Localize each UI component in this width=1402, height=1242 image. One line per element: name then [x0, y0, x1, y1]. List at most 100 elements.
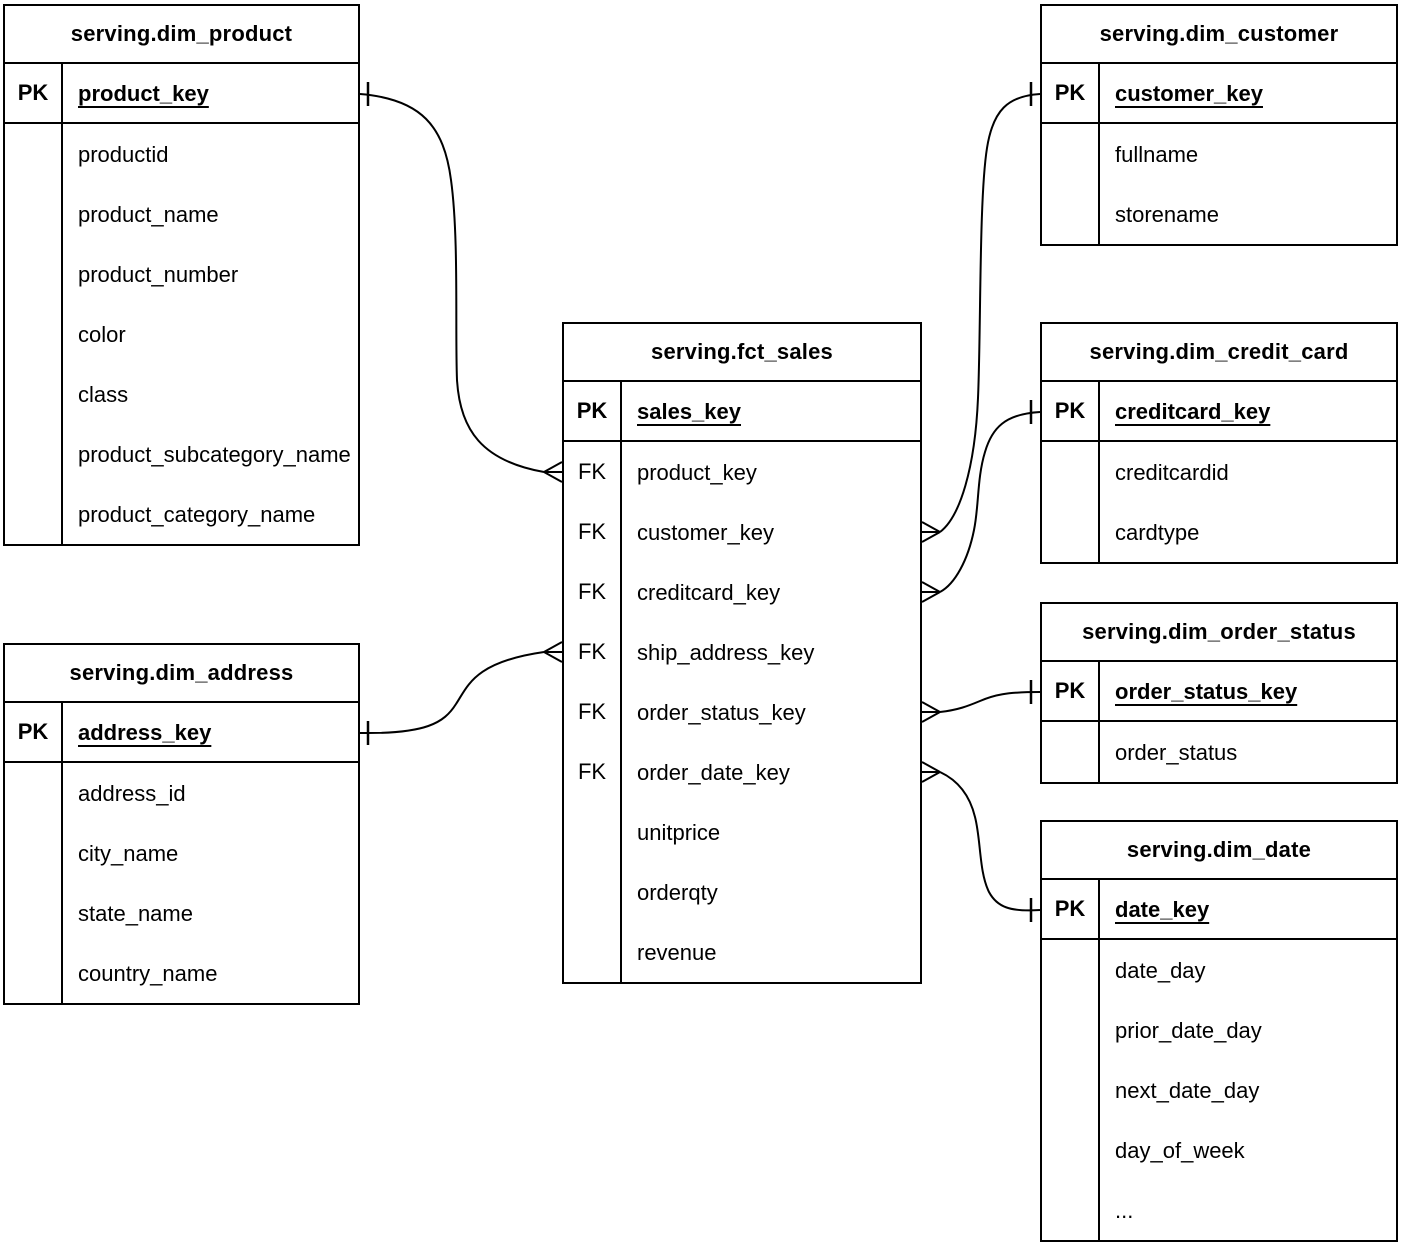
fk-label: FK: [564, 622, 622, 682]
field-row: FK product_key: [564, 442, 920, 502]
relationship-line: [359, 93, 545, 473]
relationship-line: [939, 93, 1041, 533]
field-row: prior_date_day: [1042, 1000, 1396, 1060]
relationship-line: [939, 771, 1041, 912]
crowfoot-many-icon: [921, 761, 941, 783]
fk-label: FK: [564, 742, 622, 802]
crowfoot-many-icon: [921, 701, 941, 723]
primary-key-row: PK address_key: [5, 703, 358, 763]
relationship-customer_key: [921, 82, 1041, 543]
fk-label: FK: [564, 562, 622, 622]
key-gutter: [1042, 1180, 1100, 1240]
field-name: order_date_key: [637, 759, 790, 785]
field-row: next_date_day: [1042, 1060, 1396, 1120]
field-name: product_number: [78, 261, 239, 287]
field-row: address_id: [5, 763, 358, 823]
fk-label: FK: [564, 502, 622, 562]
field-name: creditcard_key: [637, 579, 781, 605]
fk-label: FK: [564, 442, 622, 502]
key-gutter: [5, 364, 63, 424]
field-row: order_status: [1042, 722, 1396, 782]
pk-field-name: order_status_key: [1115, 678, 1298, 704]
key-gutter: [1042, 124, 1100, 184]
pk-field-name: creditcard_key: [1115, 398, 1271, 424]
key-gutter: [5, 763, 63, 823]
field-name: date_day: [1115, 957, 1206, 983]
key-gutter: [5, 943, 63, 1003]
pk-label: PK: [5, 703, 63, 761]
key-gutter: [5, 124, 63, 184]
table-title: serving.dim_credit_card: [1042, 324, 1396, 382]
table-title: serving.dim_date: [1042, 822, 1396, 880]
field-row: state_name: [5, 883, 358, 943]
key-gutter: [1042, 1120, 1100, 1180]
field-row: product_number: [5, 244, 358, 304]
table-title: serving.dim_address: [5, 645, 358, 703]
field-name: class: [78, 381, 129, 407]
key-gutter: [1042, 940, 1100, 1000]
crowfoot-many-icon: [543, 461, 563, 483]
pk-field-name: address_key: [78, 719, 212, 745]
key-gutter: [1042, 1000, 1100, 1060]
relationship-creditcard_key: [921, 400, 1041, 603]
table-title: serving.dim_customer: [1042, 6, 1396, 64]
field-name: prior_date_day: [1115, 1017, 1262, 1043]
field-row: color: [5, 304, 358, 364]
key-gutter: [1042, 184, 1100, 244]
field-row: product_subcategory_name: [5, 424, 358, 484]
field-name: ship_address_key: [637, 639, 815, 665]
relationship-line: [939, 411, 1041, 593]
field-name: unitprice: [637, 819, 721, 845]
field-name: orderqty: [637, 879, 718, 905]
field-name: order_status_key: [637, 699, 806, 725]
field-name: fullname: [1115, 141, 1199, 167]
table-title: serving.dim_order_status: [1042, 604, 1396, 662]
crowfoot-many-icon: [921, 581, 941, 603]
field-name: color: [78, 321, 126, 347]
field-name: revenue: [637, 939, 717, 965]
field-name: city_name: [78, 840, 179, 866]
key-gutter: [5, 424, 63, 484]
field-name: cardtype: [1115, 519, 1200, 545]
key-gutter: [5, 883, 63, 943]
field-row: country_name: [5, 943, 358, 1003]
field-name: storename: [1115, 201, 1219, 227]
field-name: customer_key: [637, 519, 774, 545]
key-gutter: [564, 802, 622, 862]
field-row: creditcardid: [1042, 442, 1396, 502]
key-gutter: [564, 862, 622, 922]
key-gutter: [5, 184, 63, 244]
field-name: next_date_day: [1115, 1077, 1260, 1103]
pk-field-name: product_key: [78, 80, 209, 106]
field-row: date_day: [1042, 940, 1396, 1000]
field-row: day_of_week: [1042, 1120, 1396, 1180]
field-name: product_category_name: [78, 501, 316, 527]
field-row: FK customer_key: [564, 502, 920, 562]
field-row: product_name: [5, 184, 358, 244]
relationship-order_date_key: [921, 761, 1041, 922]
field-name: product_key: [637, 459, 757, 485]
field-name: ...: [1115, 1197, 1134, 1223]
field-name: order_status: [1115, 739, 1238, 765]
key-gutter: [1042, 502, 1100, 562]
field-name: creditcardid: [1115, 459, 1229, 485]
crowfoot-many-icon: [543, 641, 563, 663]
field-row: revenue: [564, 922, 920, 982]
field-row: FK ship_address_key: [564, 622, 920, 682]
table-title: serving.dim_product: [5, 6, 358, 64]
field-name: productid: [78, 141, 169, 167]
pk-field-name: sales_key: [637, 398, 741, 424]
key-gutter: [5, 484, 63, 544]
field-name: day_of_week: [1115, 1137, 1245, 1163]
